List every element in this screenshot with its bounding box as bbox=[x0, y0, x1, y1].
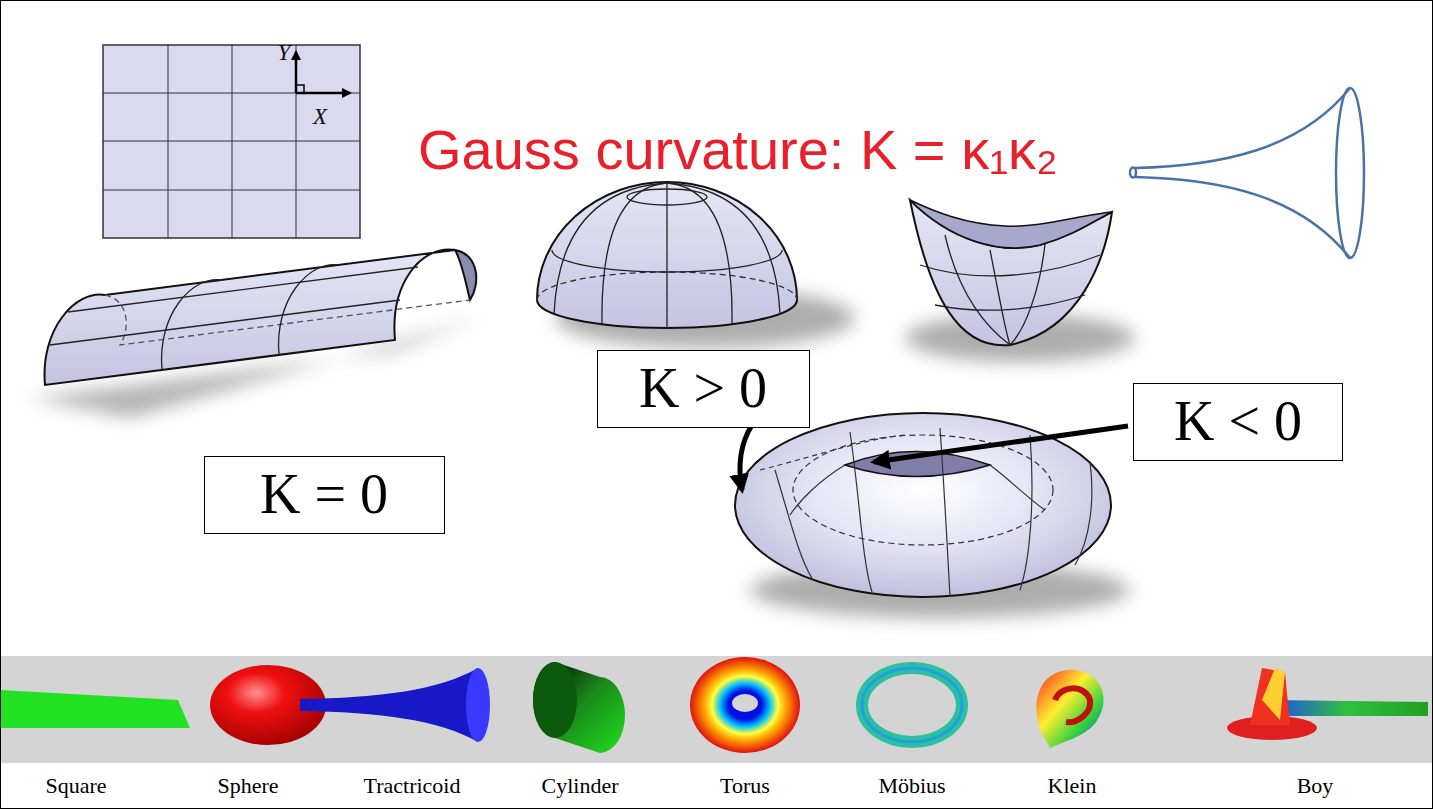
surface-name: Square bbox=[45, 774, 106, 798]
curvature-value: K = 0 bbox=[260, 464, 388, 526]
curvature-value: K < 0 bbox=[1174, 391, 1302, 453]
curvature-box: K > 0 bbox=[597, 350, 810, 428]
curvature-value: K > 0 bbox=[639, 358, 767, 420]
curvature-box: K = 0 bbox=[204, 456, 445, 534]
surface-name: Klein bbox=[1048, 774, 1097, 798]
surface-name: Sphere bbox=[217, 774, 278, 798]
curvature-box: K < 0 bbox=[1133, 383, 1343, 461]
surface-name: Möbius bbox=[878, 774, 945, 798]
surface-name: Boy bbox=[1297, 774, 1334, 798]
axis-label: X bbox=[313, 104, 327, 129]
axis-label: Y bbox=[278, 40, 291, 65]
surface-name: Tractricoid bbox=[364, 774, 461, 798]
surface-name: Torus bbox=[720, 774, 770, 798]
surface-name: Cylinder bbox=[542, 774, 619, 798]
title: Gauss curvature: K = κ₁κ₂ bbox=[418, 122, 1058, 178]
